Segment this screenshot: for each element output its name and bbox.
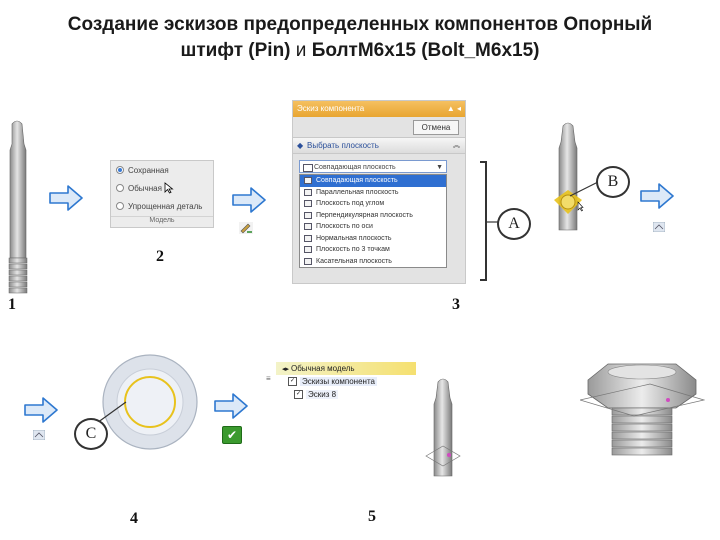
list-item-label: Плоскость по оси: [316, 223, 373, 230]
mouse-cursor-icon: [164, 182, 174, 194]
list-item-label: Касательная плоскость: [316, 257, 392, 265]
bolt-model-image: [580, 363, 705, 456]
list-item[interactable]: Совпадающая плоскость: [300, 175, 446, 187]
list-item-label: Нормальная плоскость: [316, 234, 392, 242]
title-bolt: БолтM6x15 (Bolt_M6x15): [311, 40, 540, 61]
tree-node-label: Эскиз 8: [306, 390, 339, 399]
toolbar-icon[interactable]: [33, 430, 45, 440]
callout-b: B: [596, 166, 630, 198]
list-item[interactable]: Нормальная плоскость: [300, 233, 446, 245]
toolbar-icon[interactable]: [653, 222, 665, 232]
checkbox-icon[interactable]: ✓: [288, 377, 297, 387]
tree-root-label: Обычная модель: [290, 364, 355, 373]
step-number-5: 5: [368, 508, 376, 525]
title-and: и: [290, 40, 312, 61]
slide-title: Создание эскизов предопределенных компон…: [0, 12, 720, 64]
pin-with-sketch-image: [425, 378, 461, 477]
finish-sketch-icon[interactable]: ✔: [222, 426, 242, 444]
right-arrow-icon: [640, 183, 674, 209]
section-label: Выбрать плоскость: [307, 141, 379, 150]
right-arrow-icon: [214, 393, 248, 419]
dropdown-value: Совпадающая плоскость: [314, 164, 396, 171]
step-number-3: 3: [452, 296, 460, 313]
option-normal[interactable]: Обычная: [111, 179, 213, 197]
list-item[interactable]: Плоскость по оси: [300, 221, 446, 233]
panel-header: Эскиз компонента ▲ ◂: [293, 101, 465, 117]
title-line-2: штифт (Pin) и БолтM6x15 (Bolt_M6x15): [0, 38, 720, 64]
pin-top-selected-image: [554, 122, 584, 231]
option-simplified[interactable]: Упрощенная деталь: [111, 197, 213, 215]
list-item[interactable]: Параллельная плоскость: [300, 187, 446, 199]
plane-icon: [303, 164, 313, 172]
list-item-label: Совпадающая плоскость: [316, 177, 398, 184]
title-pin: штифт (Pin): [180, 40, 291, 61]
list-item[interactable]: Касательная плоскость: [300, 256, 446, 268]
sketch-component-panel: Эскиз компонента ▲ ◂ Отмена ◆ Выбрать пл…: [292, 100, 466, 284]
list-item-label: Перпендикулярная плоскость: [316, 211, 413, 219]
title-line-1: Создание эскизов предопределенных компон…: [67, 14, 653, 35]
pin-model-image: [8, 120, 28, 294]
select-plane-section[interactable]: ◆ Выбрать плоскость ︽: [293, 137, 465, 154]
list-item[interactable]: Плоскость по 3 точкам: [300, 244, 446, 256]
right-arrow-icon: [232, 187, 266, 213]
tree-node-label: Эскизы компонента: [300, 377, 377, 386]
option-label: Обычная: [128, 183, 162, 193]
callout-c: C: [74, 418, 108, 450]
plane-type-dropdown[interactable]: Совпадающая плоскость ▼: [299, 160, 447, 173]
step-number-4: 4: [130, 510, 138, 527]
cancel-row: Отмена: [293, 117, 465, 137]
list-item[interactable]: Перпендикулярная плоскость: [300, 210, 446, 222]
option-preserved[interactable]: Сохранная: [111, 161, 213, 179]
radio-preserved[interactable]: [116, 166, 124, 174]
list-item-label: Плоскость под углом: [316, 200, 385, 207]
tree-root[interactable]: ◂▸ Обычная модель: [276, 362, 416, 375]
radio-simplified[interactable]: [116, 202, 124, 210]
step-number-1: 1: [8, 296, 16, 313]
cancel-button[interactable]: Отмена: [413, 120, 459, 135]
option-label: Упрощенная деталь: [128, 201, 203, 211]
radio-normal[interactable]: [116, 184, 124, 192]
option-label: Сохранная: [128, 165, 169, 175]
tree-node-sketches[interactable]: ✓Эскизы компонента: [276, 375, 416, 388]
chevron-up-icon[interactable]: ︽: [453, 142, 460, 149]
callout-a: A: [497, 208, 531, 240]
right-arrow-icon: [49, 185, 83, 211]
chevron-down-icon[interactable]: ▼: [436, 164, 443, 171]
tree-node-sketch[interactable]: ✓Эскиз 8: [276, 388, 416, 401]
right-arrow-icon: [24, 397, 58, 423]
checkbox-icon[interactable]: ✓: [294, 390, 303, 400]
callout-b-leader: [570, 181, 599, 197]
pin-end-view-image: [102, 354, 198, 450]
collapse-icon[interactable]: ▲ ◂: [446, 104, 461, 113]
list-item[interactable]: Плоскость под углом: [300, 198, 446, 210]
panel-header-label: Эскиз компонента: [297, 104, 365, 113]
plane-icon: ◆: [297, 141, 304, 150]
tree-expand-icon[interactable]: ≡: [266, 374, 271, 383]
sketch-tool-icon[interactable]: [239, 222, 253, 234]
list-item-label: Параллельная плоскость: [316, 188, 399, 196]
model-tree: ◂▸ Обычная модель ✓Эскизы компонента ✓Эс…: [276, 362, 416, 401]
model-type-panel: Сохранная Обычная Упрощенная деталь Моде…: [110, 160, 214, 228]
panel-footer: Модель: [111, 216, 213, 224]
list-item-label: Плоскость по 3 точкам: [316, 246, 390, 253]
plane-type-list: Совпадающая плоскость Параллельная плоск…: [299, 174, 447, 268]
chevron-left-icon: ◂▸: [282, 366, 291, 373]
step-number-2: 2: [156, 248, 164, 265]
